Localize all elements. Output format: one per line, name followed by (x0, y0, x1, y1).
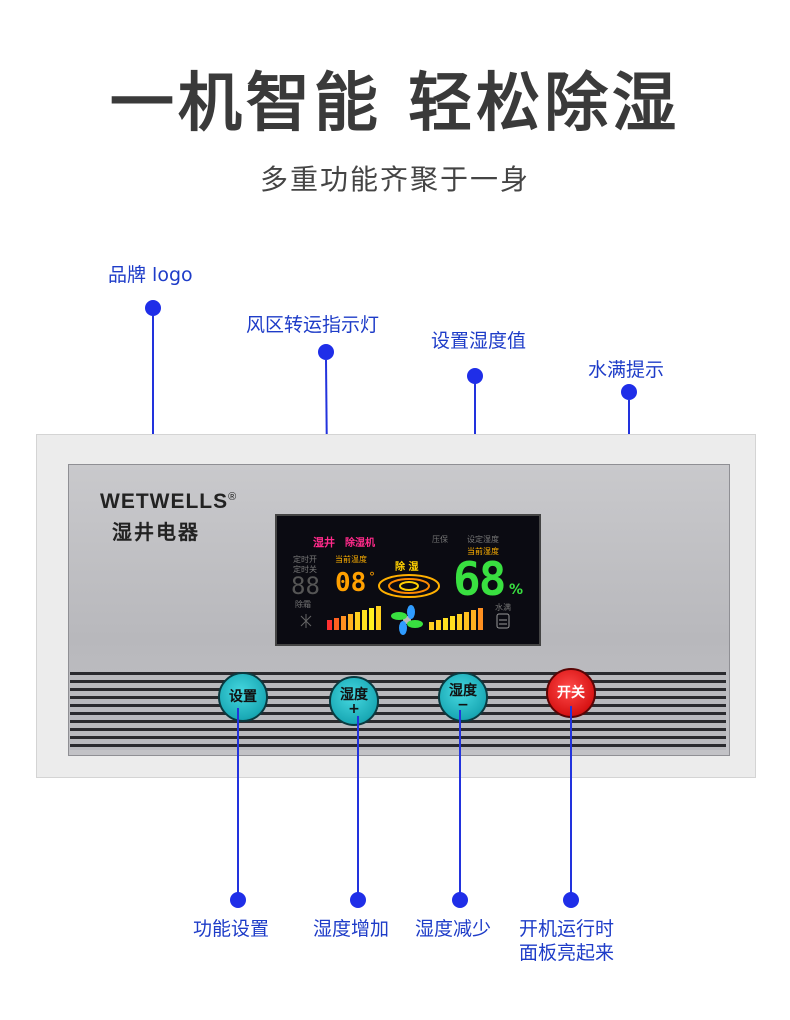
humidity-decrease-label: 湿度 (449, 682, 477, 699)
brand-logo-chinese: 湿井电器 (112, 520, 200, 544)
callout-set-humidity-label: 设置湿度值 (431, 330, 527, 352)
lcd-timer-digits: 88 (291, 572, 320, 600)
lcd-display: 湿井 除湿机 压保 设定湿度 当前湿度 当前温度 定时开 定时关 除霜 除 湿 … (275, 514, 541, 646)
swirl-icon (378, 574, 440, 598)
lcd-timer-off: 定时关 (293, 565, 317, 574)
lcd-defrost: 除霜 (295, 600, 311, 609)
page-title: 一机智能 轻松除湿 (109, 67, 681, 141)
power-button[interactable]: 开关 (546, 668, 596, 718)
power-button-label: 开关 (557, 684, 585, 701)
settings-button-label: 设置 (229, 688, 257, 705)
callout-brand-logo-line (152, 315, 154, 520)
callout-brand-logo-dot (145, 300, 161, 316)
callout-power-label-line2: 面板亮起来 (519, 942, 615, 964)
plus-icon: + (348, 700, 360, 717)
callout-fan-indicator-label: 风区转运指示灯 (246, 314, 380, 336)
registered-mark: ® (228, 491, 238, 503)
callout-fan-indicator-dot (318, 344, 334, 360)
lcd-timer-on: 定时开 (293, 555, 317, 564)
right-level-bars (429, 608, 483, 630)
page-subtitle: 多重功能齐聚于一身 (259, 163, 530, 196)
lcd-temp-digits: 08 (335, 568, 367, 598)
callout-water-full-label: 水满提示 (588, 359, 665, 381)
lcd-current-temp-label: 当前温度 (335, 555, 367, 564)
humidity-increase-label: 湿度 (340, 686, 368, 703)
callout-settings-label: 功能设置 (193, 918, 270, 940)
callout-humidity-minus-label: 湿度减少 (415, 918, 492, 940)
lcd-current-humidity-label: 当前湿度 (467, 547, 499, 556)
lcd-graphics (300, 574, 510, 635)
panel-grille (70, 672, 726, 750)
brand-logo-english: WETWELLS® (100, 490, 237, 514)
lcd-humidity-digits: 68 (453, 552, 506, 606)
callout-settings-dot (230, 892, 246, 908)
callout-water-full-dot (621, 384, 637, 400)
callout-humidity-plus-line (357, 716, 359, 894)
lcd-humidity-unit: % (509, 582, 524, 598)
water-tank-icon (496, 613, 510, 629)
brand-name-en: WETWELLS (100, 490, 229, 513)
minus-icon: − (457, 696, 469, 713)
callout-humidity-plus-dot (350, 892, 366, 908)
callout-humidity-plus-label: 湿度增加 (313, 918, 390, 940)
lcd-compressor-protect: 压保 (432, 535, 448, 544)
lcd-water-full: 水满 (495, 603, 511, 612)
callout-brand-logo-label: 品牌 logo (108, 264, 193, 286)
lcd-temp-unit: ° (369, 570, 375, 584)
snowflake-icon (300, 614, 312, 628)
callout-humidity-minus-line (459, 710, 461, 894)
callout-power-dot (563, 892, 579, 908)
lcd-dehumidify: 除 湿 (395, 562, 419, 573)
lcd-mode-text: 除湿机 (345, 538, 375, 549)
left-level-bars (327, 606, 381, 630)
humidity-decrease-button[interactable]: 湿度 − (438, 672, 488, 722)
lcd-set-humidity-label: 设定湿度 (467, 535, 499, 544)
callout-set-humidity-dot (467, 368, 483, 384)
lcd-brand-text: 湿井 (313, 536, 335, 549)
settings-button[interactable]: 设置 (218, 672, 268, 722)
callout-settings-line (237, 708, 239, 894)
callout-power-label-line1: 开机运行时 (519, 918, 615, 940)
callout-humidity-minus-dot (452, 892, 468, 908)
humidity-increase-button[interactable]: 湿度 + (329, 676, 379, 726)
fan-icon (391, 605, 423, 635)
callout-power-line (570, 706, 572, 894)
